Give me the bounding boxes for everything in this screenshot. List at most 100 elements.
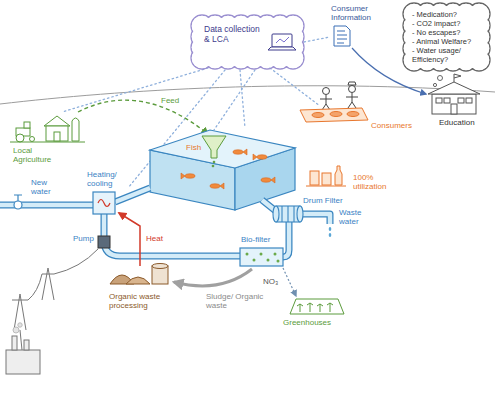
- flow-label: Feed: [160, 96, 180, 105]
- cloud-outline: [204, 47, 226, 69]
- farm: [24, 122, 30, 128]
- feed-arrow: [78, 100, 208, 134]
- greenhouse-plants: [317, 304, 323, 312]
- factory: [13, 327, 19, 333]
- water-pipe: [300, 214, 330, 224]
- bio-filter: [267, 259, 270, 262]
- school-building: [432, 94, 476, 114]
- fish: [261, 178, 271, 182]
- water-drops: [329, 233, 332, 237]
- fish-products: [306, 166, 346, 186]
- feed-funnel: [202, 136, 226, 167]
- feed-funnel: [213, 161, 215, 163]
- water-pipe: [0, 202, 93, 209]
- organic-waste-plant: [152, 264, 168, 269]
- farm: [72, 118, 79, 141]
- cloud-outline: [191, 15, 304, 69]
- part-label: New water: [30, 178, 62, 196]
- water-valve: [14, 195, 22, 209]
- nitrate-arrow: [283, 268, 296, 296]
- part-label: Pump: [72, 234, 95, 243]
- part-label: Bio-filter: [240, 235, 271, 244]
- drum-filter: [282, 206, 294, 222]
- fish-platter: [300, 108, 368, 122]
- bio-filter: [277, 260, 280, 263]
- greenhouse-plants: [290, 299, 344, 314]
- school-building: [454, 74, 461, 82]
- document-icon: [334, 26, 350, 46]
- heat-exchanger: [98, 200, 110, 207]
- fish-platter: [312, 113, 324, 118]
- power-grid: [28, 274, 42, 300]
- power-grid: [54, 249, 98, 274]
- document-icon: [337, 31, 347, 43]
- school-building: [451, 104, 457, 114]
- group-label: Consumers: [370, 121, 413, 130]
- water-pipe: [115, 188, 150, 202]
- thought-dots: [433, 83, 436, 86]
- question-text: - Animal Welfare?: [412, 37, 483, 46]
- cloud-outline: [217, 47, 239, 69]
- thought-dots: [438, 76, 443, 81]
- farm: [16, 134, 24, 142]
- cloud-node-body: Data collection & LCA: [204, 24, 264, 44]
- farm: [46, 126, 68, 141]
- cloud-outline: [269, 15, 291, 37]
- drum-filter: [276, 206, 300, 222]
- fish-tank: [150, 130, 295, 210]
- cloud-outline: [243, 47, 265, 69]
- bio-filter: [240, 248, 283, 266]
- fish-tank: [150, 130, 295, 168]
- thought-bubble-body: - Medication?- CO2 impact?- No escapes?-…: [412, 10, 483, 64]
- greenhouse-plants: [307, 303, 313, 312]
- thought-dots: [433, 76, 442, 87]
- bio-filter: [246, 253, 280, 263]
- factory: [24, 340, 29, 350]
- water-pipe: [104, 214, 240, 256]
- part-label: Organic waste processing: [108, 292, 174, 310]
- greenhouse-plants: [327, 303, 333, 312]
- school-building: [436, 98, 442, 103]
- fish-platter: [330, 112, 342, 117]
- horizon-line: [0, 86, 495, 104]
- fish: [257, 155, 267, 159]
- water-pipe: [0, 188, 330, 257]
- farm: [30, 137, 35, 142]
- data-line: [304, 37, 330, 42]
- consumer-figures: [320, 82, 358, 110]
- fish-products: [310, 171, 319, 185]
- thought-bubble: - Medication?- CO2 impact?- No escapes?-…: [402, 2, 491, 72]
- water-pipe: [104, 214, 240, 256]
- farm: [54, 132, 60, 141]
- heat-exchanger: [93, 192, 115, 214]
- data-line: [62, 68, 208, 112]
- bio-filter: [246, 253, 249, 256]
- water-drops: [329, 227, 332, 237]
- question-text: - CO2 impact?: [412, 19, 483, 28]
- consumer-figures: [323, 88, 330, 95]
- cloud-text: Data collection & LCA: [204, 24, 264, 44]
- farm: [10, 116, 85, 142]
- fish-products: [306, 186, 346, 187]
- flow-label: NO₃: [262, 277, 279, 286]
- water-valve: [14, 195, 22, 201]
- water-drops: [329, 227, 332, 231]
- fish: [271, 177, 275, 183]
- group-label: Local Agriculture: [12, 146, 64, 164]
- drum-filter: [297, 206, 303, 222]
- power-grid: [20, 330, 22, 350]
- consumer-figures: [348, 82, 356, 85]
- cloud-outline: [269, 47, 291, 69]
- flow-label: Heat: [145, 234, 164, 243]
- bio-filter: [240, 248, 283, 266]
- heat-exchanger: [93, 192, 115, 214]
- water-pipe: [283, 222, 289, 257]
- part-label: Waste water: [338, 208, 370, 226]
- school-building: [444, 98, 450, 103]
- question-text: - No escapes?: [412, 28, 483, 37]
- consumer-figures: [320, 95, 332, 110]
- school-building: [466, 98, 472, 103]
- fish-products: [322, 173, 331, 185]
- factory: [6, 323, 40, 374]
